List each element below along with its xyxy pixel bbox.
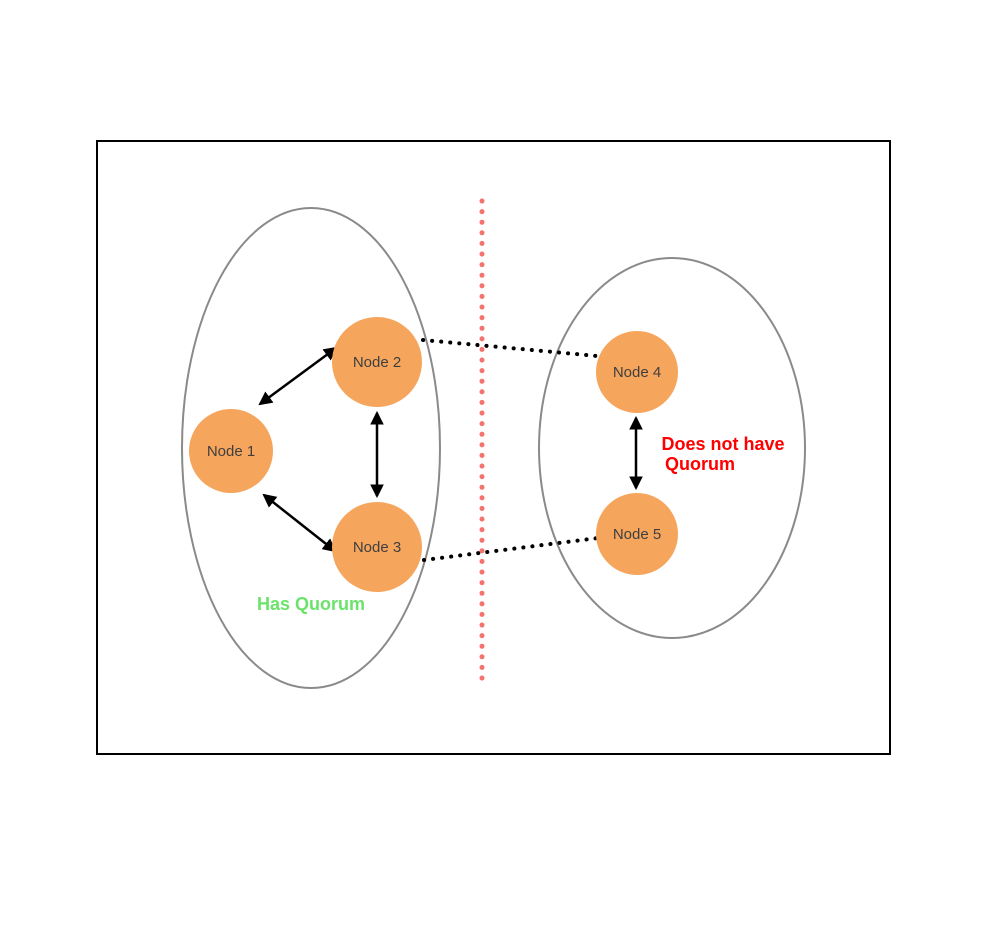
no-quorum-caption-line1: Does not have	[661, 434, 784, 454]
node-1: Node 1	[189, 409, 273, 493]
node-5: Node 5	[596, 493, 678, 575]
broken-link-node2-node4	[421, 338, 599, 358]
arrow-node1-node2	[258, 346, 338, 406]
node-5-circle	[596, 493, 678, 575]
no-quorum-caption: Does not have Quorum	[661, 434, 784, 474]
node-4-circle	[596, 331, 678, 413]
left-partition-ellipse	[181, 207, 441, 689]
node-2-label: Node 2	[353, 354, 401, 371]
arrow-node1-node3	[262, 493, 337, 553]
node-4-label: Node 4	[613, 364, 661, 381]
node-3-circle	[332, 502, 422, 592]
node-2: Node 2	[332, 317, 422, 407]
broken-link-node3-node5	[422, 536, 600, 562]
node-2-circle	[332, 317, 422, 407]
no-quorum-caption-line2: Quorum	[665, 454, 735, 474]
node-3-label: Node 3	[353, 539, 401, 556]
node-3: Node 3	[332, 502, 422, 592]
node-1-circle	[189, 409, 273, 493]
node-5-label: Node 5	[613, 526, 661, 543]
has-quorum-caption: Has Quorum	[257, 594, 365, 614]
node-1-label: Node 1	[207, 443, 255, 460]
node-4: Node 4	[596, 331, 678, 413]
right-partition-ellipse	[538, 257, 806, 639]
